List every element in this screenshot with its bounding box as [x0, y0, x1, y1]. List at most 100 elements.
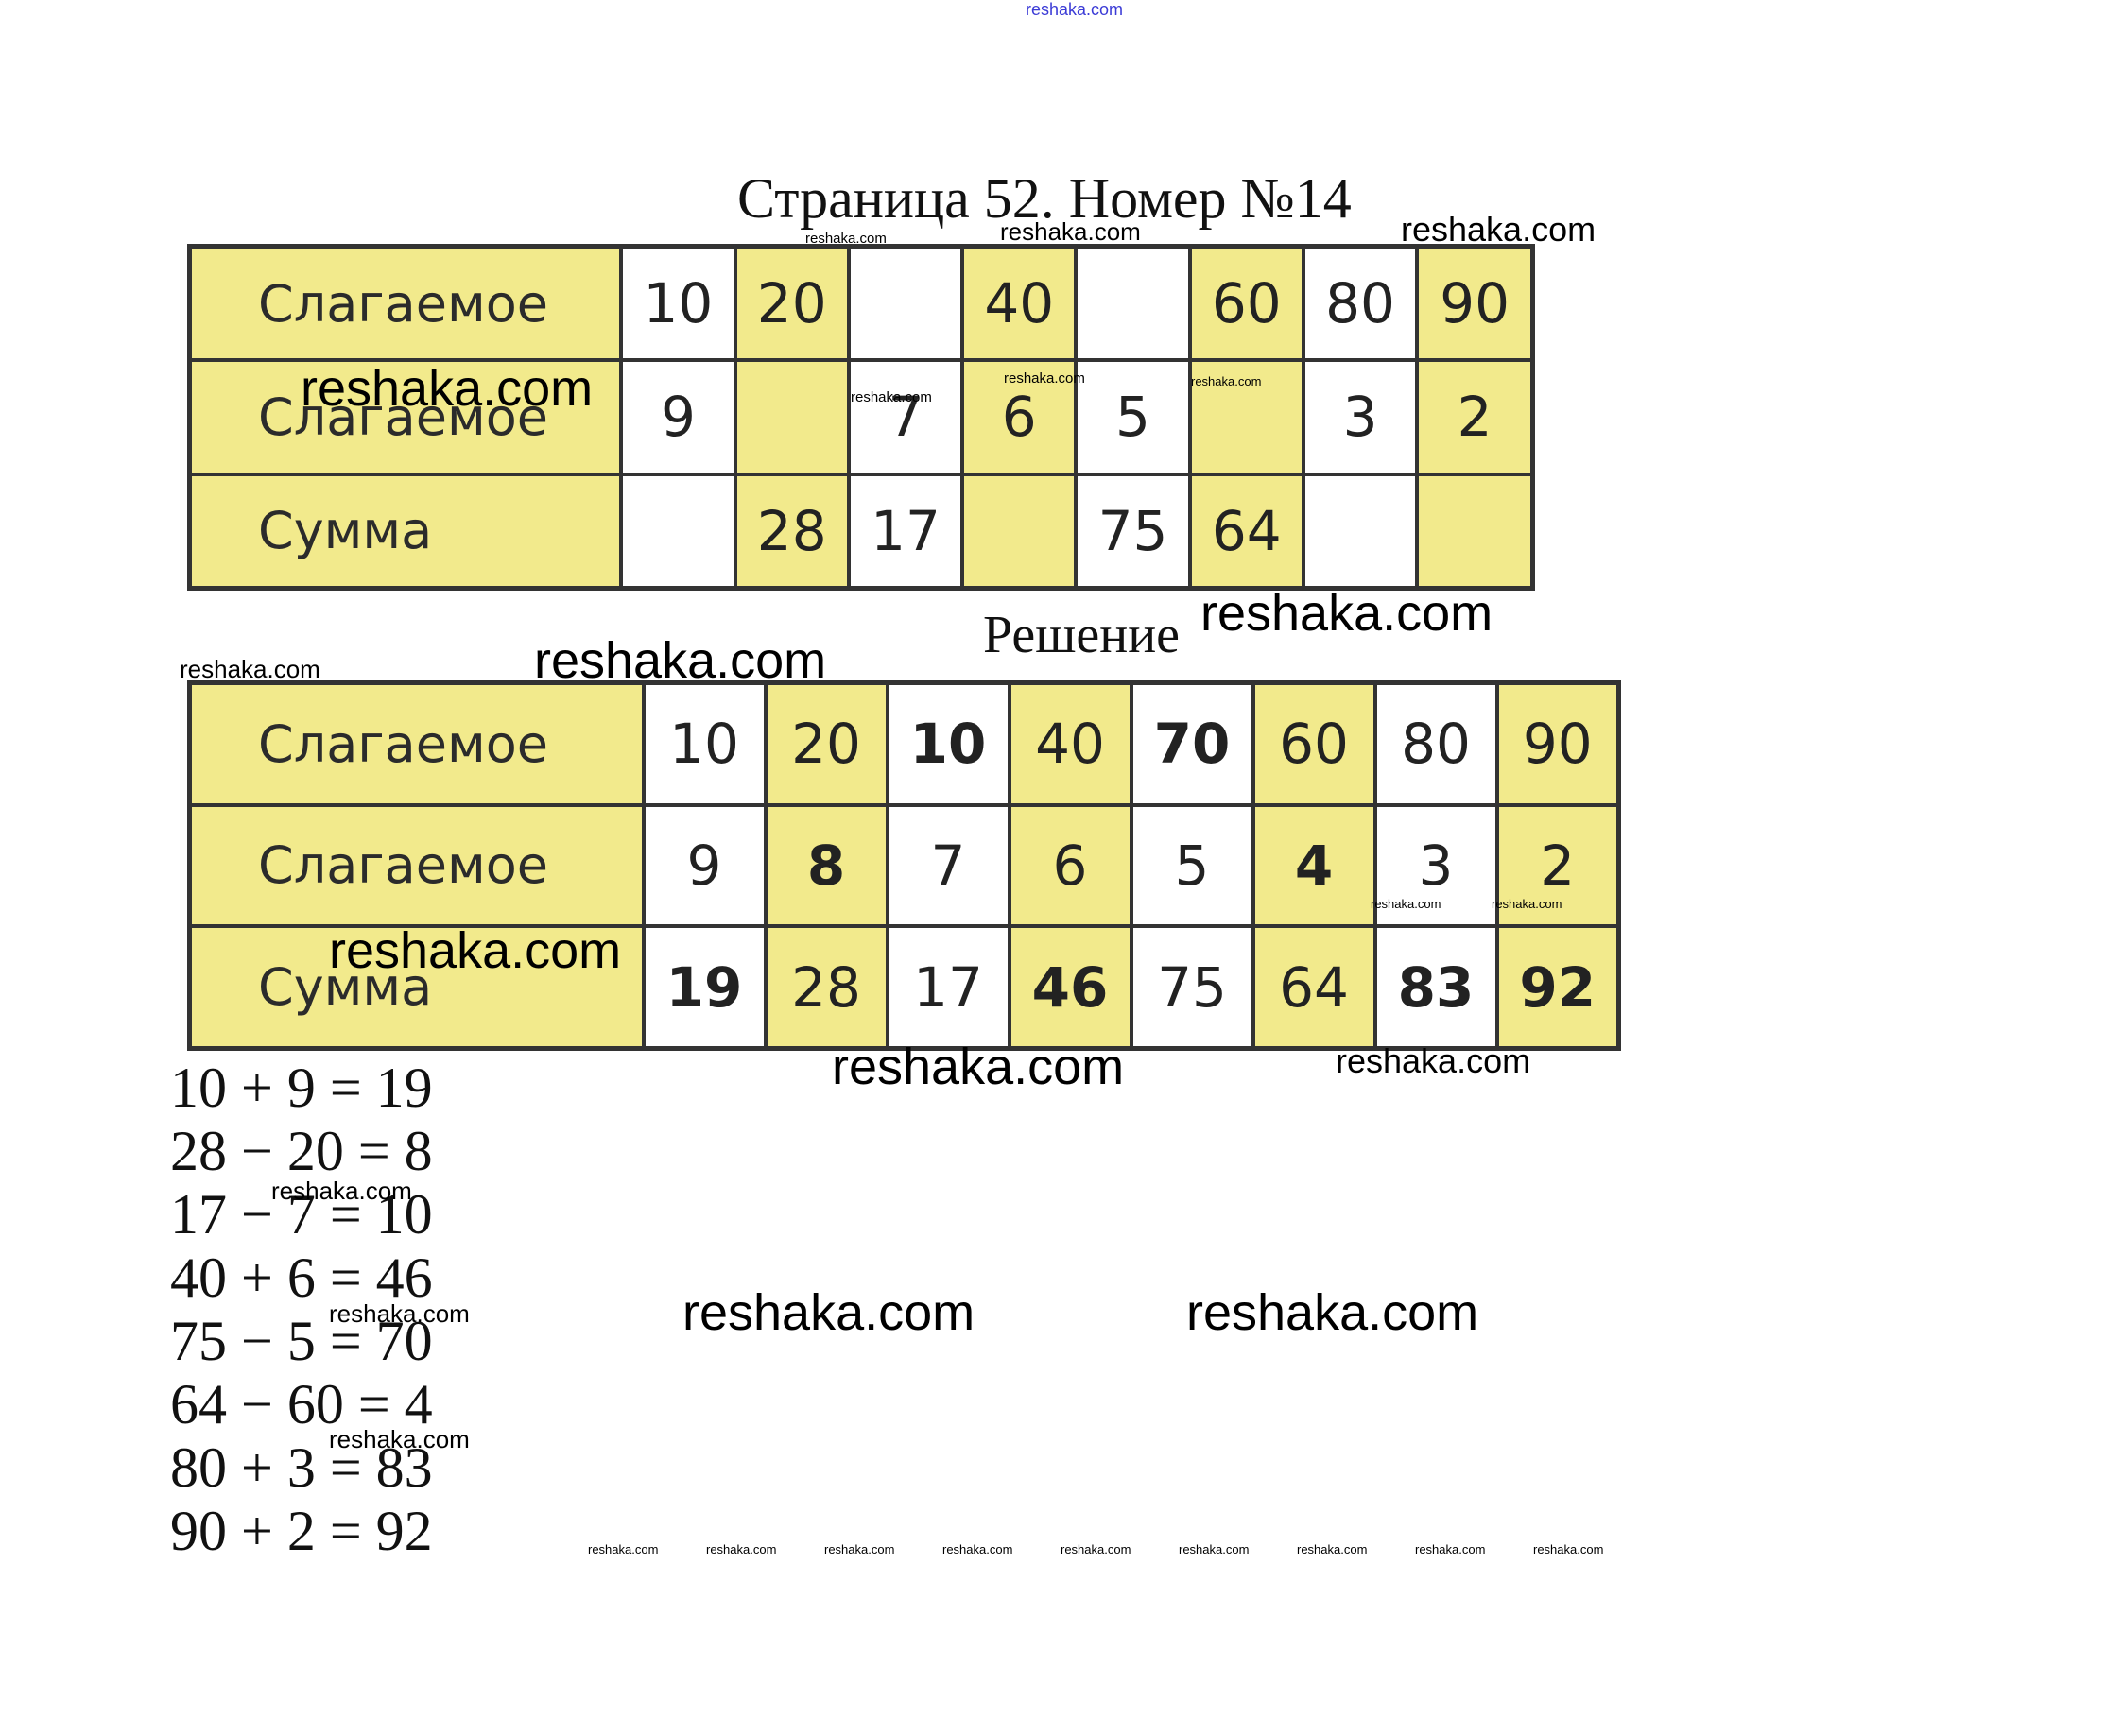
task-table: Слагаемое 10 20 40 60 80 90 Слагаемое 9 …	[187, 244, 1535, 591]
solution-cell: 17	[885, 924, 1011, 1051]
task-cell: 3	[1301, 358, 1420, 476]
task-cell: 28	[733, 472, 851, 591]
equation: 40 + 6 = 46	[170, 1246, 433, 1309]
task-cell: 10	[619, 244, 737, 363]
equation: 64 − 60 = 4	[170, 1373, 433, 1435]
watermark: reshaka.com	[682, 1284, 975, 1341]
equation: 28 − 20 = 8	[170, 1120, 433, 1182]
task-cell: 9	[619, 358, 737, 476]
task-cell: 80	[1301, 244, 1420, 363]
watermark: reshaka.com	[1179, 1542, 1250, 1556]
solution-cell: 64	[1251, 924, 1377, 1051]
watermark: reshaka.com	[329, 1299, 470, 1328]
solution-row-addend-1: Слагаемое 10 20 10 40 70 60 80 90	[187, 680, 1621, 807]
equation: 75 − 5 = 70	[170, 1310, 433, 1372]
task-cell	[1187, 358, 1305, 476]
equation-list: 10 + 9 = 19 28 − 20 = 8 17 − 7 = 10 40 +…	[170, 1057, 433, 1563]
task-cell: 40	[960, 244, 1079, 363]
watermark: reshaka.com	[588, 1542, 659, 1556]
watermark: reshaka.com	[942, 1542, 1013, 1556]
task-cell	[1415, 472, 1535, 591]
solution-cell-answer: 70	[1129, 680, 1255, 807]
watermark-top: reshaka.com	[1026, 0, 1124, 19]
task-cell: 60	[1187, 244, 1305, 363]
task-row-label: Слагаемое	[187, 358, 624, 476]
watermark: reshaka.com	[180, 655, 320, 683]
solution-cell: 90	[1494, 680, 1621, 807]
solution-title: Решение	[983, 606, 1181, 664]
task-row-label: Слагаемое	[187, 244, 624, 363]
watermark: reshaka.com	[271, 1177, 412, 1205]
watermark: reshaka.com	[1000, 217, 1141, 246]
watermark: reshaka.com	[329, 1425, 470, 1453]
solution-cell-answer: 4	[1251, 802, 1377, 929]
task-cell: 6	[960, 358, 1079, 476]
solution-cell: 2	[1494, 802, 1621, 929]
equation: 17 − 7 = 10	[170, 1183, 433, 1246]
task-row-sum: Сумма 28 17 75 64	[187, 472, 1535, 591]
task-cell	[846, 244, 965, 363]
task-cell: 7	[846, 358, 965, 476]
solution-cell-answer: 19	[641, 924, 768, 1051]
task-cell	[1074, 244, 1192, 363]
watermark: reshaka.com	[1492, 897, 1562, 911]
solution-cell: 7	[885, 802, 1011, 929]
watermark: reshaka.com	[1061, 1542, 1131, 1556]
solution-cell-answer: 92	[1494, 924, 1621, 1051]
watermark: reshaka.com	[1371, 897, 1441, 911]
watermark: reshaka.com	[832, 1039, 1125, 1095]
watermark: reshaka.com	[1401, 210, 1597, 249]
task-row-addend-1: Слагаемое 10 20 40 60 80 90	[187, 244, 1535, 363]
equation: 10 + 9 = 19	[170, 1057, 433, 1119]
solution-cell: 80	[1372, 680, 1499, 807]
solution-cell-answer: 10	[885, 680, 1011, 807]
watermark: reshaka.com	[824, 1542, 895, 1556]
solution-cell: 60	[1251, 680, 1377, 807]
watermark: reshaka.com	[1004, 370, 1085, 387]
solution-cell: 5	[1129, 802, 1255, 929]
solution-cell-answer: 8	[763, 802, 889, 929]
task-cell: 75	[1074, 472, 1192, 591]
watermark: reshaka.com	[1415, 1542, 1486, 1556]
solution-cell: 10	[641, 680, 768, 807]
solution-cell: 20	[763, 680, 889, 807]
task-cell	[960, 472, 1079, 591]
solution-cell-answer: 83	[1372, 924, 1499, 1051]
task-cell	[619, 472, 737, 591]
solution-row-label: Слагаемое	[187, 802, 646, 929]
watermark: reshaka.com	[329, 922, 622, 979]
watermark: reshaka.com	[851, 389, 932, 405]
watermark: reshaka.com	[1533, 1542, 1604, 1556]
page-title: Страница 52. Номер №14	[737, 167, 1352, 230]
watermark: reshaka.com	[1200, 585, 1493, 642]
task-row-label: Сумма	[187, 472, 624, 591]
equation: 90 + 2 = 92	[170, 1500, 433, 1562]
solution-cell: 6	[1007, 802, 1133, 929]
solution-row-label: Слагаемое	[187, 680, 646, 807]
solution-cell: 9	[641, 802, 768, 929]
equation: 80 + 3 = 83	[170, 1436, 433, 1499]
watermark: reshaka.com	[301, 360, 594, 417]
solution-row-label: Сумма	[187, 924, 646, 1051]
task-cell: 90	[1415, 244, 1535, 363]
task-cell: 20	[733, 244, 851, 363]
solution-row-sum: Сумма 19 28 17 46 75 64 83 92	[187, 924, 1621, 1051]
solution-table: Слагаемое 10 20 10 40 70 60 80 90 Слагае…	[187, 680, 1621, 1051]
solution-cell: 28	[763, 924, 889, 1051]
watermark: reshaka.com	[706, 1542, 777, 1556]
watermark: reshaka.com	[534, 632, 827, 689]
solution-cell: 3	[1372, 802, 1499, 929]
task-cell	[1301, 472, 1420, 591]
task-cell: 64	[1187, 472, 1305, 591]
solution-cell: 40	[1007, 680, 1133, 807]
solution-cell: 75	[1129, 924, 1255, 1051]
watermark: reshaka.com	[1336, 1041, 1531, 1080]
task-row-addend-2: Слагаемое 9 7 6 5 3 2	[187, 358, 1535, 476]
task-cell: 2	[1415, 358, 1535, 476]
watermark: reshaka.com	[1297, 1542, 1368, 1556]
watermark: reshaka.com	[1191, 374, 1262, 388]
watermark: reshaka.com	[805, 231, 887, 247]
task-cell: 5	[1074, 358, 1192, 476]
task-cell: 17	[846, 472, 965, 591]
solution-cell-answer: 46	[1007, 924, 1133, 1051]
